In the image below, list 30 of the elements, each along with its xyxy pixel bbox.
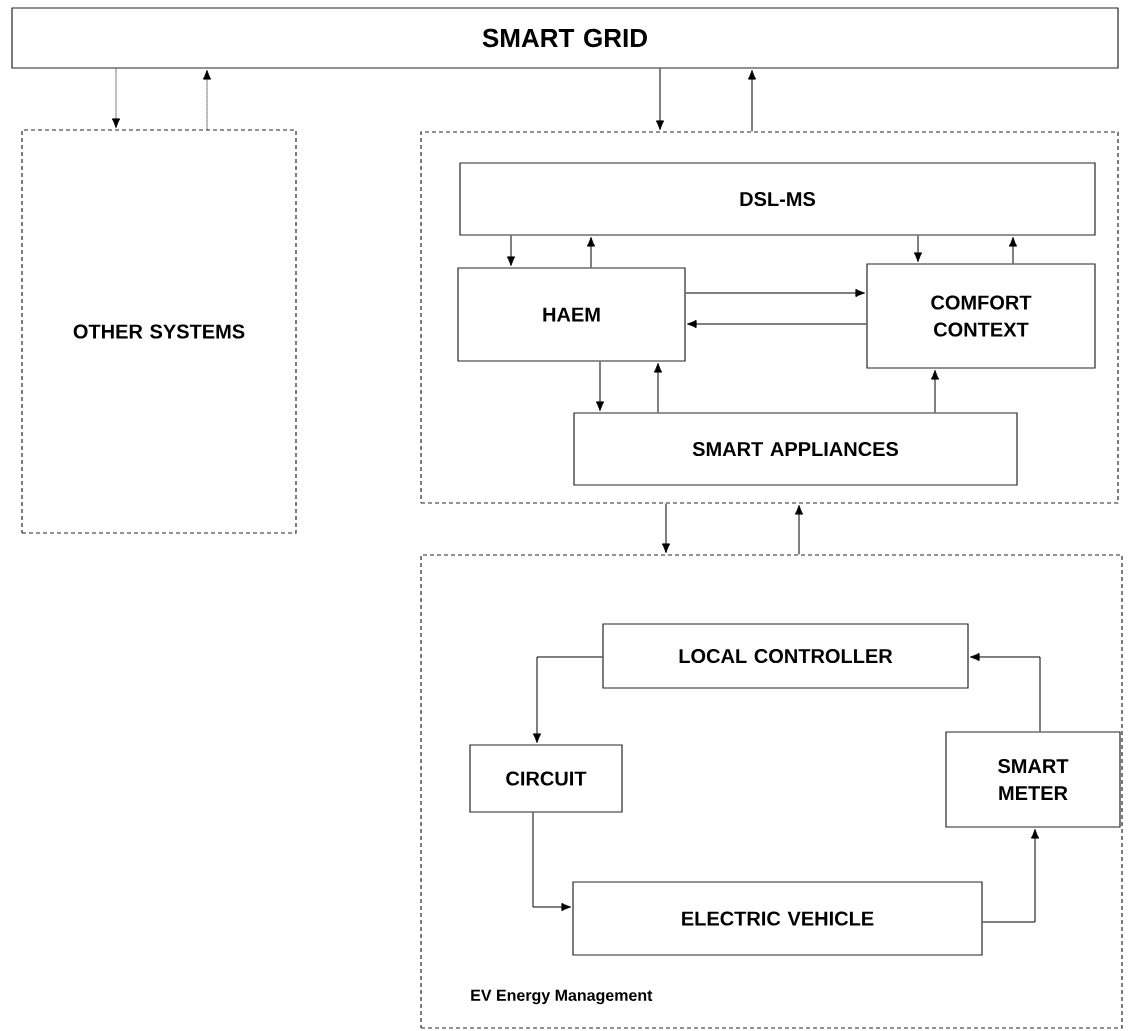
arrow xyxy=(747,70,757,132)
arrow xyxy=(532,656,603,743)
process-box: SMART METER xyxy=(945,731,1121,828)
arrow xyxy=(1008,237,1018,264)
arrow xyxy=(532,812,571,912)
arrow xyxy=(202,70,212,130)
process-box: HAEM xyxy=(457,267,686,362)
arrow xyxy=(111,68,121,128)
group-box: OTHER SYSTEMS xyxy=(21,129,297,534)
arrow xyxy=(655,68,665,130)
process-box: ELECTRIC VEHICLE xyxy=(572,881,983,956)
arrow xyxy=(913,235,923,262)
arrow xyxy=(970,652,1041,732)
process-box: SMART APPLIANCES xyxy=(573,412,1018,486)
arrow xyxy=(595,361,605,411)
arrow xyxy=(661,503,671,553)
arrow xyxy=(794,505,804,555)
group-box xyxy=(420,131,1119,504)
arrow xyxy=(982,829,1040,923)
process-box: SMART GRID xyxy=(11,7,1119,69)
process-box: DSL-MS xyxy=(459,162,1096,236)
arrow xyxy=(930,370,940,413)
arrow xyxy=(506,235,516,266)
process-box: LOCAL CONTROLLER xyxy=(602,623,969,689)
arrow xyxy=(653,363,663,413)
process-box: CIRCUIT xyxy=(469,744,623,813)
arrow xyxy=(586,237,596,268)
process-box: COMFORT CONTEXT xyxy=(866,263,1096,369)
arrow xyxy=(687,319,867,329)
arrow xyxy=(685,288,865,298)
